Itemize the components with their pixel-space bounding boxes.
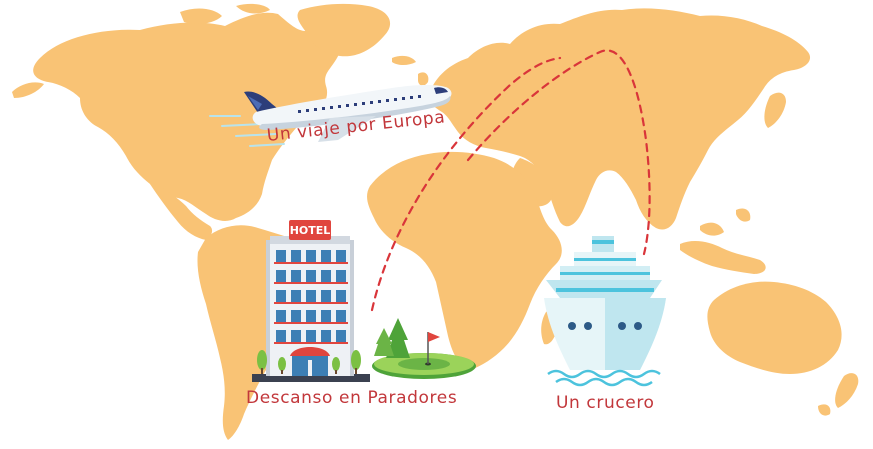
route-europe-to-cruise [466,49,651,256]
golf-green-icon [372,318,476,379]
route-lines [370,49,651,312]
australia [707,281,842,374]
central-america [150,184,213,240]
indonesia [680,241,766,274]
cruise-ship-icon [544,236,666,387]
label-paradores: Descanso en Paradores [246,388,458,408]
route-europe-to-paradores [370,56,562,312]
label-cruise: Un crucero [556,393,655,413]
africa [367,151,562,370]
hotel-windows [274,250,348,344]
hotel-sign: HOTEL [290,224,331,237]
airplane-icon [209,85,452,147]
arctic-islands [180,3,270,25]
north-america [33,12,341,221]
hotel-icon: HOTEL [252,220,370,382]
eurasia [429,8,811,230]
world-map [12,3,859,440]
sea-waves [547,369,661,379]
greenland [297,3,391,57]
